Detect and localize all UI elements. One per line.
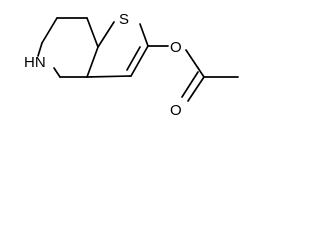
bond-c6-n5 [37,42,43,57]
bond-carbonyl-c-o-double-b [181,71,199,98]
atom-label-nh: HN [24,54,46,71]
bond-c7a-c7-ch2 [86,17,99,48]
bond-c3a-c7a [86,46,99,78]
bond-c7a-s1 [97,21,115,48]
bond-ch2-c6-c7 [41,17,58,44]
bond-c2-c3-inner [126,46,141,71]
bond-s1-c2 [139,23,149,47]
chemical-structure: S HN O O [24,11,239,119]
atom-label-carbonyl-oxygen: O [170,102,182,119]
bond-n5-c4 [53,67,61,78]
bond-o-ester-carbonyl-c [185,49,205,78]
bond-c2-c3 [130,45,149,77]
atom-label-ester-oxygen: O [170,39,182,56]
bond-carbonyl-c-o-double-a [187,76,205,102]
atom-label-sulfur: S [119,11,129,28]
bond-c3-c3a [86,75,132,78]
